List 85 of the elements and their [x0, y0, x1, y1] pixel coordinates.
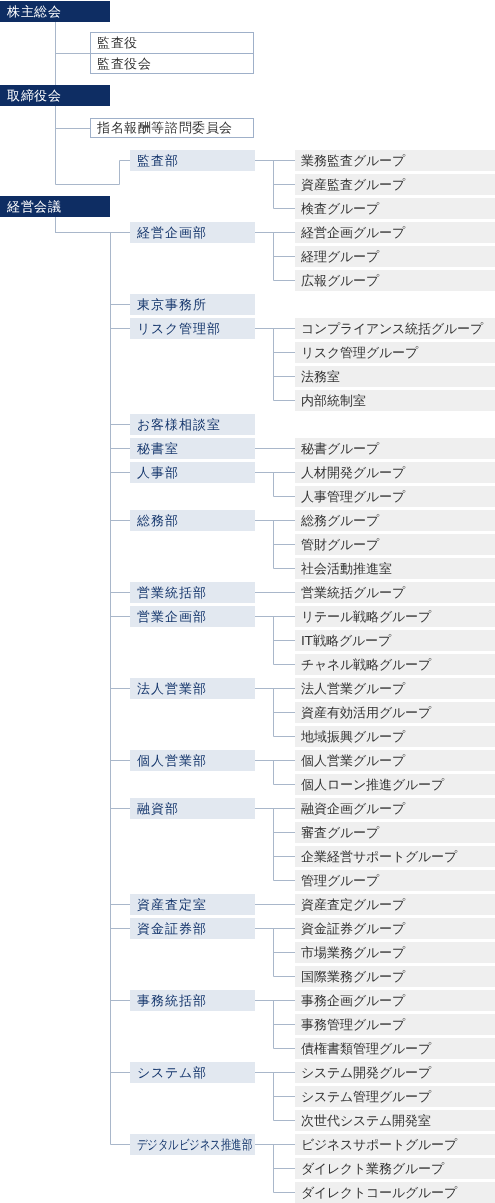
department-box: 事務統括部 [130, 990, 255, 1011]
department-box: 総務部 [130, 510, 255, 531]
group-box: IT戦略グループ [295, 630, 495, 651]
department-box: 個人営業部 [130, 750, 255, 771]
group-box: 個人ローン推進グループ [295, 774, 495, 795]
group-box: チャネル戦略グループ [295, 654, 495, 675]
group-box: 内部統制室 [295, 390, 495, 411]
connector-line [254, 520, 296, 569]
group-box: 管理グループ [295, 870, 495, 891]
group-box: 事務企画グループ [295, 990, 495, 1011]
group-box: 個人営業グループ [295, 750, 495, 771]
group-box: リテール戦略グループ [295, 606, 495, 627]
group-box: 人材開発グループ [295, 462, 495, 483]
department-box: 秘書室 [130, 438, 255, 459]
connector-line [254, 328, 296, 401]
committee-box [90, 32, 254, 74]
group-box: 業務監査グループ [295, 150, 495, 171]
connector-line [55, 105, 131, 185]
group-box: 営業統括グループ [295, 582, 495, 603]
department-box: 監査部 [130, 150, 255, 171]
connector-line [254, 472, 296, 497]
group-box: 法人営業グループ [295, 678, 495, 699]
connector-line [254, 808, 296, 881]
group-box: コンプライアンス統括グループ [295, 318, 495, 339]
connector-line [254, 1144, 296, 1193]
department-box: 融資部 [130, 798, 255, 819]
group-box: 国際業務グループ [295, 966, 495, 987]
body-box: 経営会議 [0, 196, 110, 217]
group-box: 融資企画グループ [295, 798, 495, 819]
connector-line [254, 1000, 296, 1049]
group-box: 検査グループ [295, 198, 495, 219]
connector-line [254, 592, 296, 593]
department-box: お客様相談室 [130, 414, 255, 435]
committee-box: 指名報酬等諮問委員会 [90, 118, 254, 138]
department-box: 資金証券部 [130, 918, 255, 939]
group-box: 広報グループ [295, 270, 495, 291]
connector-line [254, 448, 296, 449]
group-box: 企業経営サポートグループ [295, 846, 495, 867]
body-box: 取締役会 [0, 85, 110, 106]
group-box: 法務室 [295, 366, 495, 387]
group-box: 審査グループ [295, 822, 495, 843]
department-box: 経営企画部 [130, 222, 255, 243]
group-box: システム管理グループ [295, 1086, 495, 1107]
department-box: リスク管理部 [130, 318, 255, 339]
department-box: 資産査定室 [130, 894, 255, 915]
group-box: 秘書グループ [295, 438, 495, 459]
department-box: システム部 [130, 1062, 255, 1083]
group-box: 社会活動推進室 [295, 558, 495, 579]
department-box: 人事部 [130, 462, 255, 483]
connector-line [254, 232, 296, 281]
group-box: ビジネスサポートグループ [295, 1134, 495, 1155]
group-box: 事務管理グループ [295, 1014, 495, 1035]
connector-line [254, 160, 296, 209]
group-box: 総務グループ [295, 510, 495, 531]
group-box: 経営企画グループ [295, 222, 495, 243]
committee-entry: 監査役 [96, 34, 139, 52]
connector-line [55, 21, 56, 86]
connector-line [254, 904, 296, 905]
group-box: システム開発グループ [295, 1062, 495, 1083]
connector-line [254, 1072, 296, 1121]
group-box: 資産有効活用グループ [295, 702, 495, 723]
group-box: 経理グループ [295, 246, 495, 267]
committee-entry: 監査役会 [91, 53, 253, 73]
group-box: 資金証券グループ [295, 918, 495, 939]
group-box: ダイレクト業務グループ [295, 1158, 495, 1179]
department-box: 法人営業部 [130, 678, 255, 699]
group-box: リスク管理グループ [295, 342, 495, 363]
group-box: 資産監査グループ [295, 174, 495, 195]
group-box: 人事管理グループ [295, 486, 495, 507]
group-box: 市場業務グループ [295, 942, 495, 963]
department-box: デジタルビジネス推進部 [130, 1134, 255, 1155]
connector-line [254, 616, 296, 665]
connector-line [254, 928, 296, 977]
department-box: 営業統括部 [130, 582, 255, 603]
department-box: 営業企画部 [130, 606, 255, 627]
connector-line [254, 688, 296, 737]
group-box: 債権書類管理グループ [295, 1038, 495, 1059]
body-box: 株主総会 [0, 1, 110, 22]
group-box: 次世代システム開発室 [295, 1110, 495, 1131]
group-box: 地域振興グループ [295, 726, 495, 747]
group-box: ダイレクトコールグループ [295, 1182, 495, 1203]
department-box: 東京事務所 [130, 294, 255, 315]
group-box: 資産査定グループ [295, 894, 495, 915]
group-box: 管財グループ [295, 534, 495, 555]
connector-line [254, 760, 296, 785]
